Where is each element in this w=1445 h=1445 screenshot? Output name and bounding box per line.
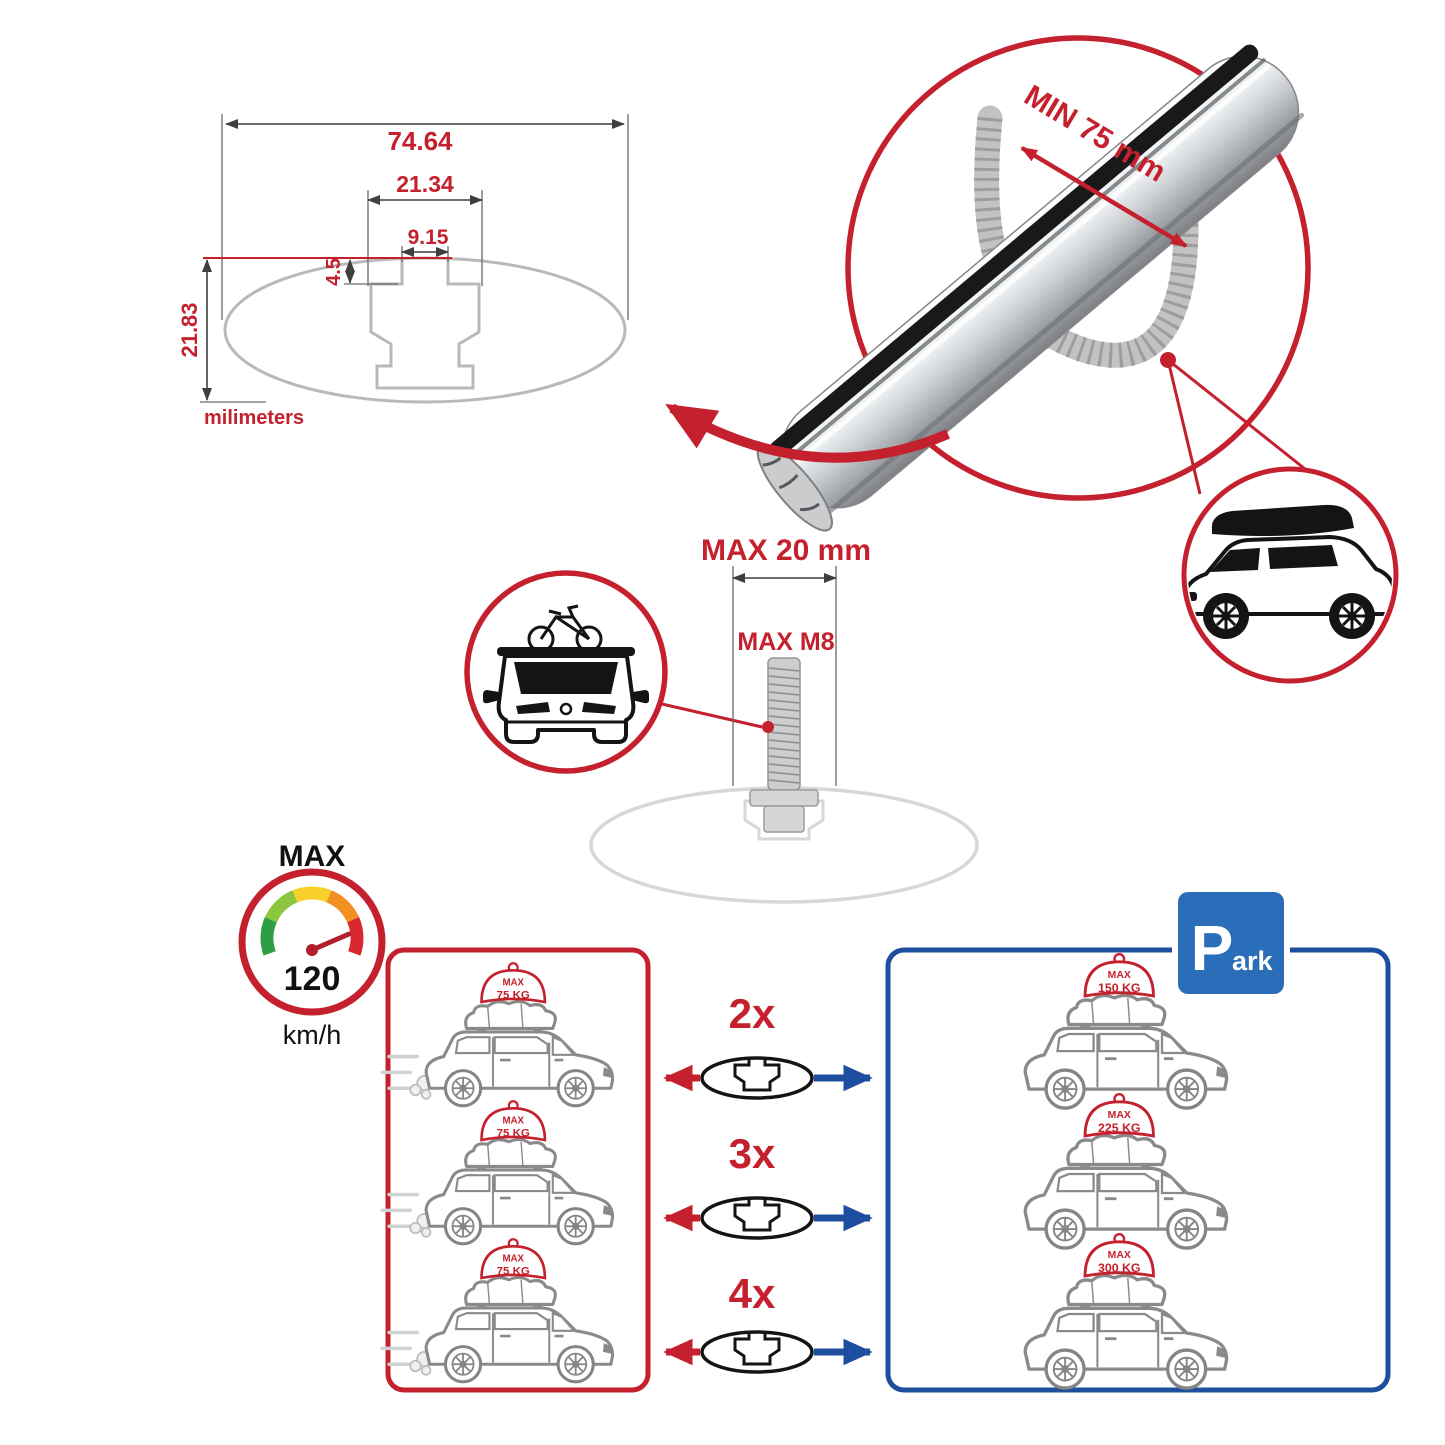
bar-count-row-4x: 4x — [663, 1270, 873, 1374]
speed-value: 120 — [284, 960, 341, 998]
max-width-label: MAX 20 mm — [701, 534, 871, 567]
bolt-leader-line — [661, 702, 763, 729]
svg-text:MAX: MAX — [1108, 970, 1131, 981]
profile-dimension-diagram: 74.64 21.34 9.15 4.5 21.83 milimeters — [177, 114, 629, 429]
crossbar-detail-circle: MIN 75 mm — [756, 35, 1345, 532]
driving-car-2: MAX 75 KG — [380, 1100, 613, 1244]
svg-text:75 KG: 75 KG — [497, 1127, 530, 1139]
parked-car-1: MAX 150 KG — [1025, 953, 1226, 1108]
dim-channel-width: 21.34 — [396, 171, 454, 197]
speedometer-gauge — [260, 886, 364, 956]
car-front-view — [483, 647, 649, 744]
bolt-dot — [762, 721, 774, 733]
driving-car-3: MAX 75 KG — [380, 1238, 613, 1382]
bar-count-row-2x: 2x — [663, 990, 873, 1100]
speedometer-needle — [309, 931, 352, 953]
dim-total-width: 74.64 — [387, 126, 453, 156]
load-tag: MAX 75 KG — [480, 962, 547, 1004]
svg-text:150 KG: 150 KG — [1098, 981, 1141, 995]
load-tag: MAX 75 KG — [480, 1100, 547, 1142]
svg-text:300 KG: 300 KG — [1098, 1261, 1141, 1275]
load-tag: MAX 225 KG — [1083, 1093, 1155, 1138]
mounting-section: MAX 20 mm MAX M8 — [464, 534, 979, 904]
profile-pointer-arrow — [665, 403, 950, 463]
svg-text:MAX: MAX — [502, 1115, 524, 1126]
profile-t-slot — [369, 260, 481, 390]
bar-profile-icon — [700, 1056, 814, 1100]
parking-rest: ark — [1232, 946, 1274, 976]
load-tag: MAX 300 KG — [1083, 1233, 1155, 1278]
parked-car-3: MAX 300 KG — [1025, 1233, 1226, 1388]
parked-car-2: MAX 225 KG — [1025, 1093, 1226, 1248]
svg-text:75 KG: 75 KG — [497, 989, 530, 1001]
dim-line-clamp-min — [1020, 146, 1188, 248]
dim-slot-width: 9.15 — [408, 226, 449, 249]
svg-text:MAX: MAX — [1108, 1110, 1131, 1121]
svg-text:225 KG: 225 KG — [1098, 1121, 1141, 1135]
dim-total-height: 21.83 — [177, 302, 202, 357]
bar-count-row-3x: 3x — [663, 1130, 873, 1240]
svg-text:MAX: MAX — [502, 977, 524, 988]
mounting-bolt — [749, 657, 819, 833]
count-3x: 3x — [729, 1130, 776, 1177]
speed-max-label: MAX — [279, 840, 346, 873]
parking-letter: P — [1191, 912, 1234, 984]
driving-car-1: MAX 75 KG — [380, 962, 613, 1106]
load-tag: MAX 75 KG — [480, 1238, 547, 1280]
bar-profile-icon — [700, 1330, 814, 1374]
roofbox-car-circle — [1181, 466, 1399, 684]
svg-text:MAX: MAX — [1108, 1250, 1131, 1261]
max-thread-label: MAX M8 — [737, 628, 834, 656]
speed-limit-badge: MAX 120 km/h — [238, 840, 386, 1050]
units-label: milimeters — [204, 407, 304, 429]
roofbox-car — [1188, 504, 1392, 639]
dim-slot-depth: 4.5 — [323, 258, 345, 286]
count-2x: 2x — [729, 990, 776, 1037]
parking-sign: P ark — [1172, 886, 1290, 1000]
load-tag: MAX 150 KG — [1083, 953, 1155, 998]
bar-profile-icon — [700, 1196, 814, 1240]
svg-text:75 KG: 75 KG — [497, 1265, 530, 1277]
svg-text:MAX: MAX — [502, 1253, 524, 1264]
speed-unit: km/h — [283, 1020, 342, 1050]
roof-box — [1211, 504, 1354, 536]
count-4x: 4x — [729, 1270, 776, 1317]
